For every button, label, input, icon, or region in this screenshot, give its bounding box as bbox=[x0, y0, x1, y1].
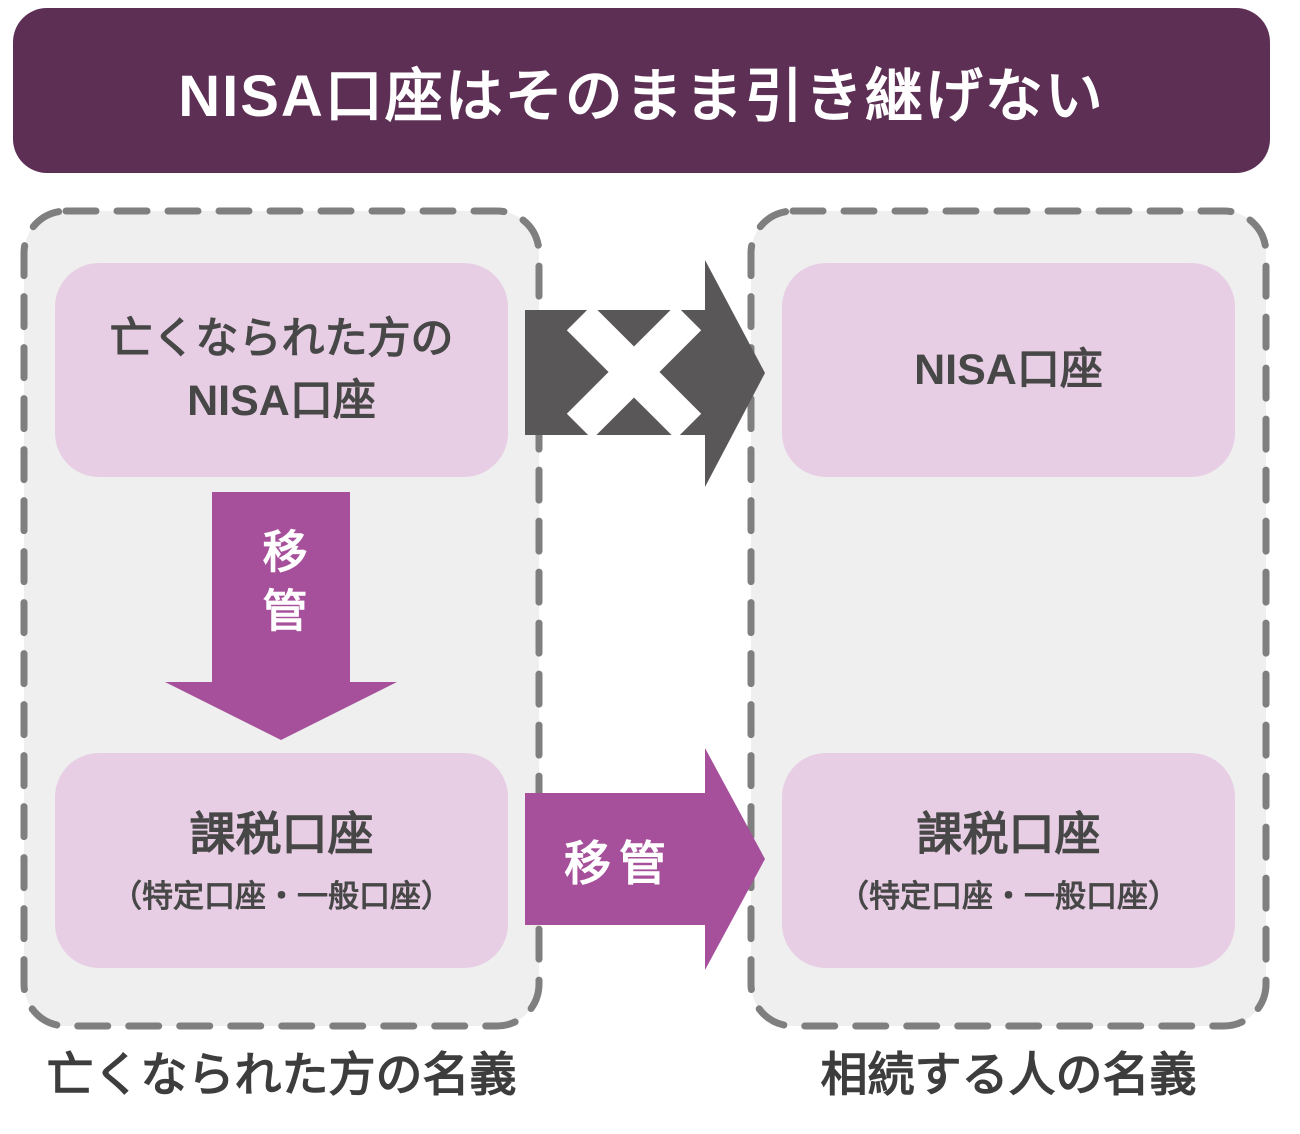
transfer-right-arrow: 移管 bbox=[525, 748, 765, 970]
deceased-nisa-account-label: 亡くなられた方の NISA口座 bbox=[109, 314, 454, 425]
deceased-nisa-account-box: 亡くなられた方の NISA口座 bbox=[55, 263, 508, 477]
transfer-down-arrow: 移管 bbox=[165, 492, 397, 740]
down-transfer-label-wrap: 移管 bbox=[212, 492, 350, 682]
deceased-name-label: 亡くなられた方の名義 bbox=[46, 1048, 517, 1101]
blocked-transfer-arrow bbox=[525, 260, 765, 487]
heir-taxable-account-title: 課税口座 bbox=[916, 808, 1101, 861]
title-banner: NISA口座はそのまま引き継げない bbox=[13, 8, 1270, 173]
deceased-taxable-account-box: 課税口座 （特定口座・一般口座） bbox=[55, 753, 508, 968]
page-title: NISA口座はそのまま引き継げない bbox=[178, 63, 1105, 129]
right-arrow-shape bbox=[525, 748, 765, 970]
deceased-taxable-account-title: 課税口座 bbox=[189, 808, 374, 861]
down-arrow-shape bbox=[165, 492, 397, 740]
heir-name-label: 相続する人の名義 bbox=[820, 1048, 1197, 1101]
heir-taxable-account-box: 課税口座 （特定口座・一般口座） bbox=[782, 753, 1235, 968]
deceased-taxable-account-subtitle: （特定口座・一般口座） bbox=[111, 878, 452, 914]
heir-taxable-account-subtitle: （特定口座・一般口座） bbox=[838, 878, 1179, 914]
heir-nisa-account-label: NISA口座 bbox=[914, 345, 1103, 394]
down-transfer-label: 移管 bbox=[255, 528, 307, 646]
blocked-arrow-shape bbox=[525, 260, 765, 487]
heir-nisa-account-box: NISA口座 bbox=[782, 263, 1235, 477]
right-transfer-label: 移管 bbox=[564, 836, 674, 890]
x-mark-icon bbox=[566, 304, 702, 440]
